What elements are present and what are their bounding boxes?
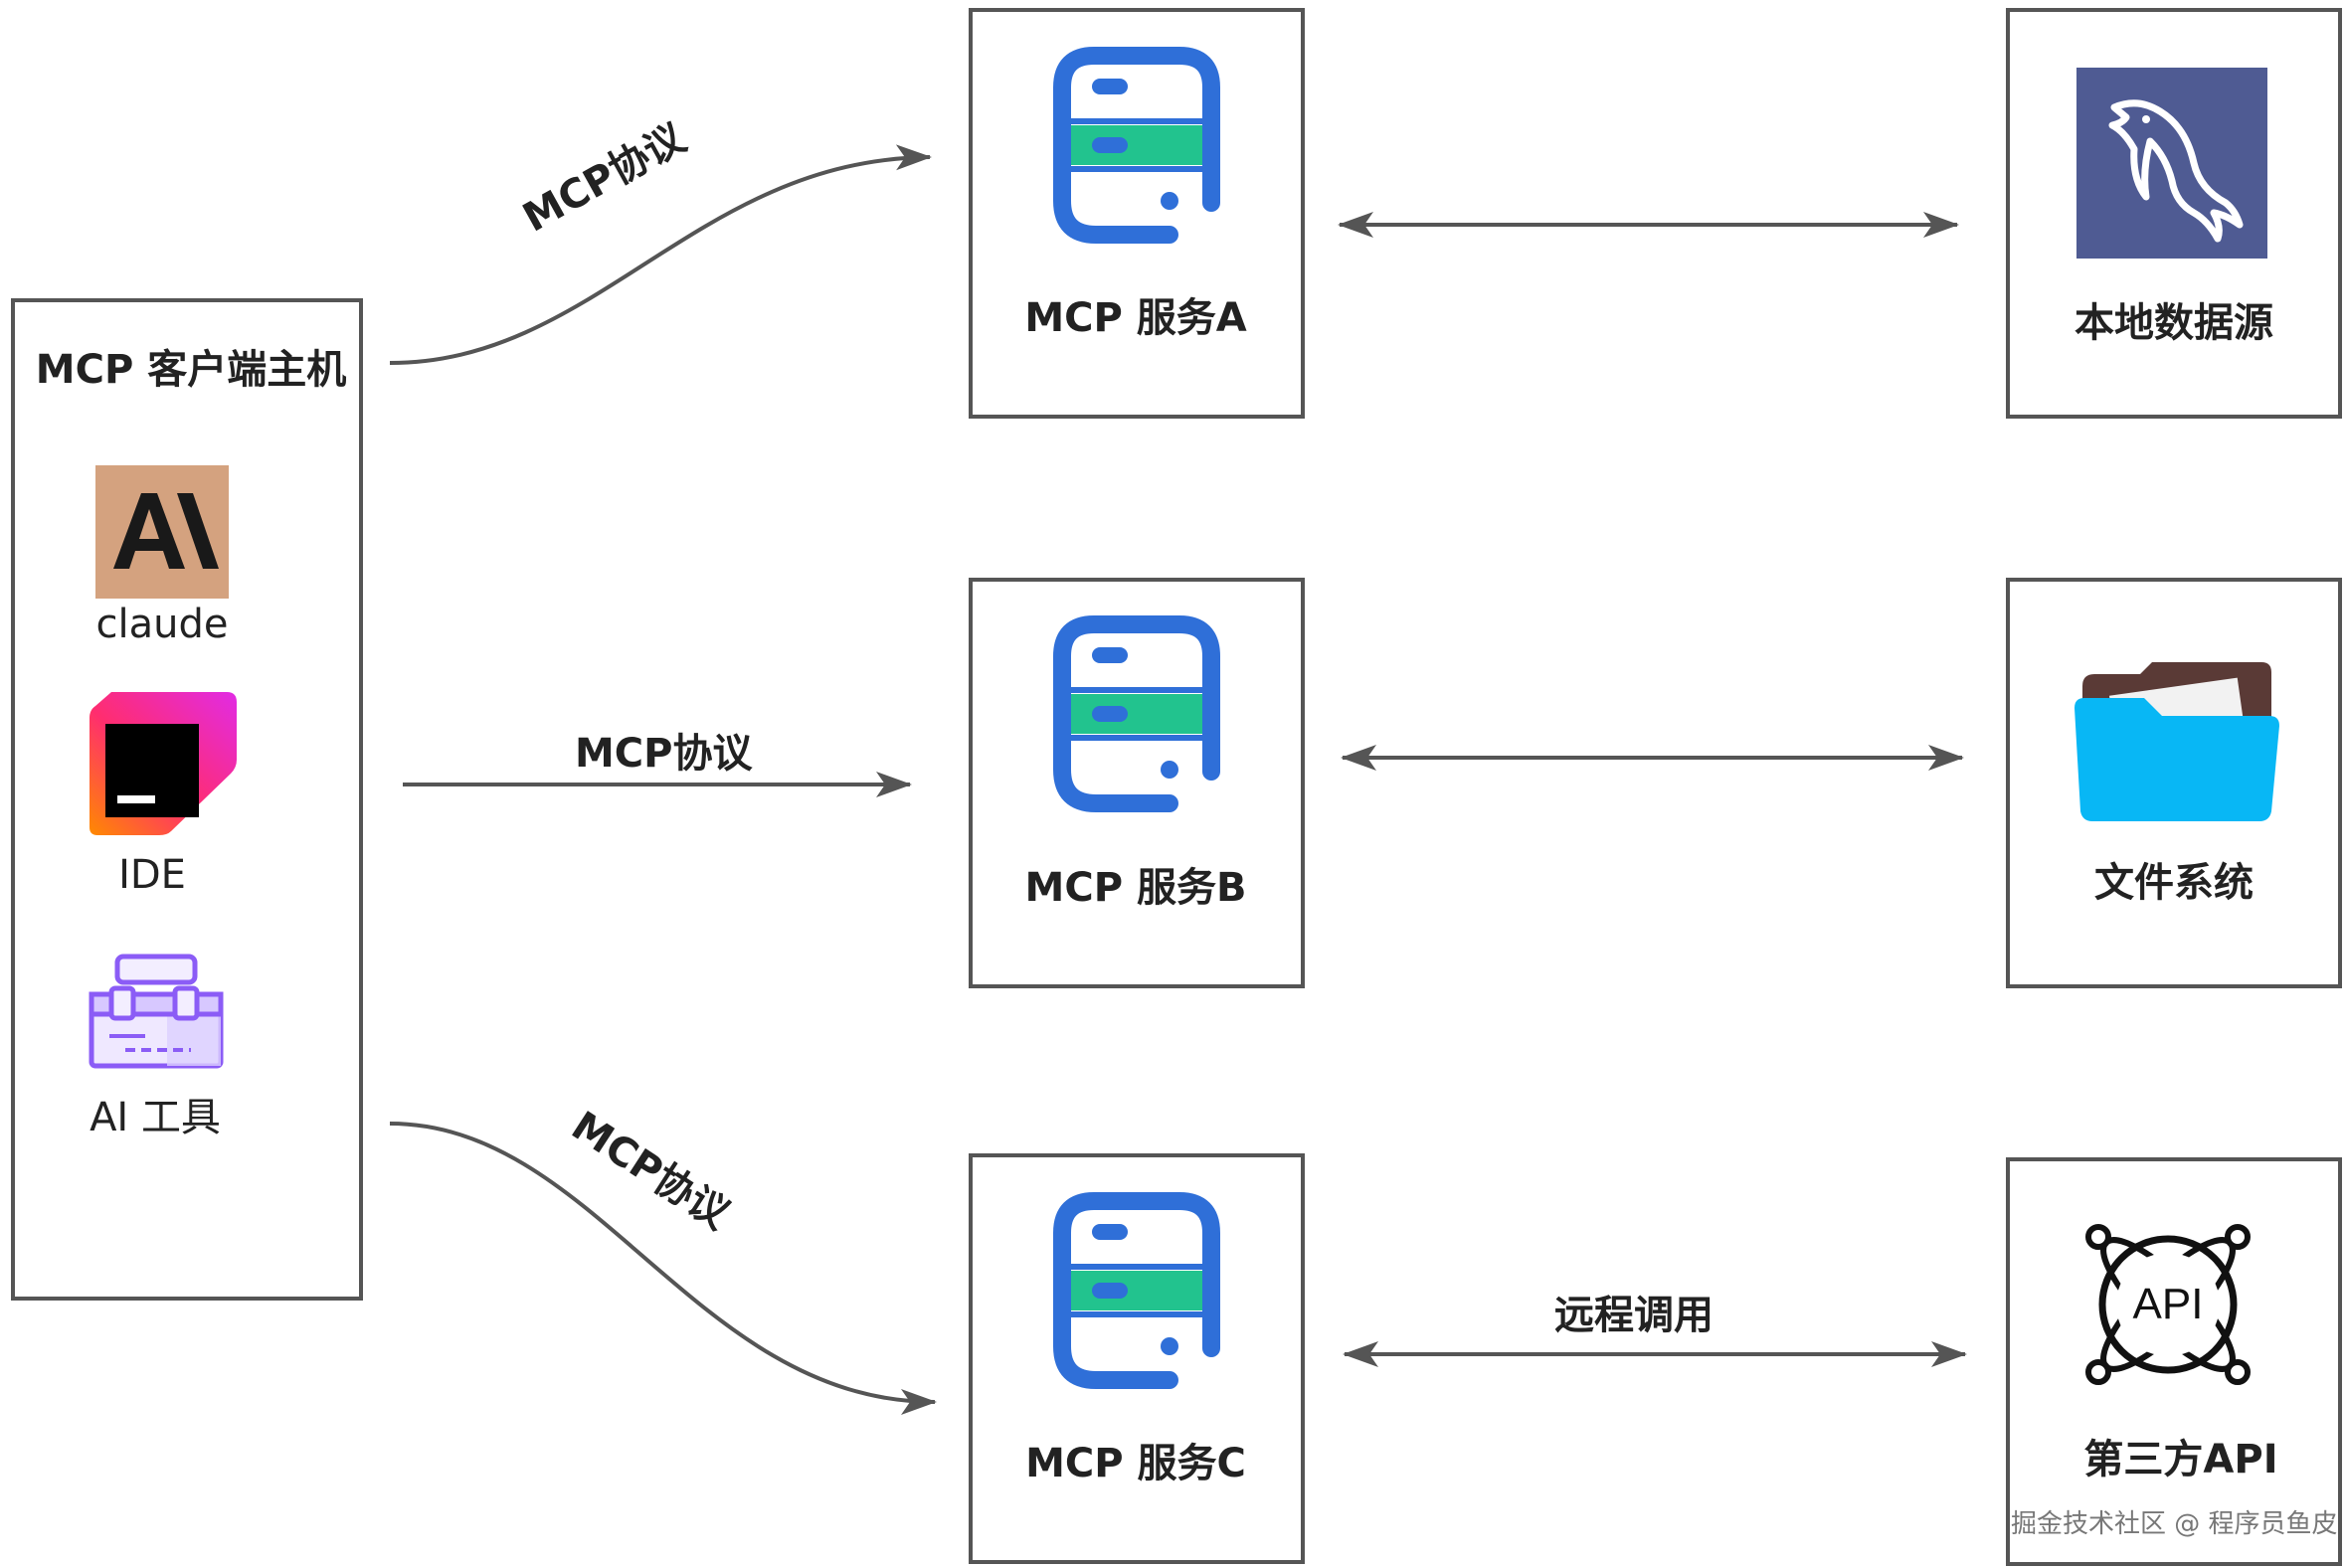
service-box-a <box>969 8 1305 419</box>
service-label-b: MCP 服务B <box>1024 865 1247 911</box>
ide-logo-icon <box>90 692 237 835</box>
service-label-a: MCP 服务A <box>1024 295 1247 341</box>
ai-tool-label: AI 工具 <box>90 1095 221 1140</box>
server-icon <box>1053 47 1220 244</box>
host-title: MCP 客户端主机 <box>35 347 347 393</box>
protocol-label-b: MCP协议 <box>575 731 753 777</box>
toolbox-icon <box>89 954 224 1069</box>
protocol-arrow-c <box>389 1122 937 1415</box>
api-icon: API <box>2085 1224 2251 1385</box>
server-icon <box>1053 1192 1220 1389</box>
resource-label-third-party-api: 第三方API <box>2083 1437 2278 1482</box>
watermark: 掘金技术社区 @ 程序员鱼皮 <box>2011 1509 2338 1539</box>
service-box-c <box>969 1153 1305 1564</box>
protocol-arrow-a <box>389 144 932 365</box>
claude-logo-icon <box>95 465 229 599</box>
remote-call-label: 远程调用 <box>1554 1293 1714 1338</box>
resource-label-local-data: 本地数据源 <box>2074 300 2273 346</box>
service-box-b <box>969 578 1305 988</box>
service-label-c: MCP 服务C <box>1025 1441 1246 1486</box>
resource-box-third-party-api <box>2006 1157 2342 1566</box>
svg-text:API: API <box>2133 1280 2204 1328</box>
folder-icon <box>2074 662 2279 821</box>
ide-label: IDE <box>118 852 186 898</box>
claude-label: claude <box>95 602 229 647</box>
mysql-dolphin-icon <box>2076 68 2267 259</box>
server-icon <box>1053 615 1220 812</box>
resource-label-filesystem: 文件系统 <box>2094 860 2254 906</box>
